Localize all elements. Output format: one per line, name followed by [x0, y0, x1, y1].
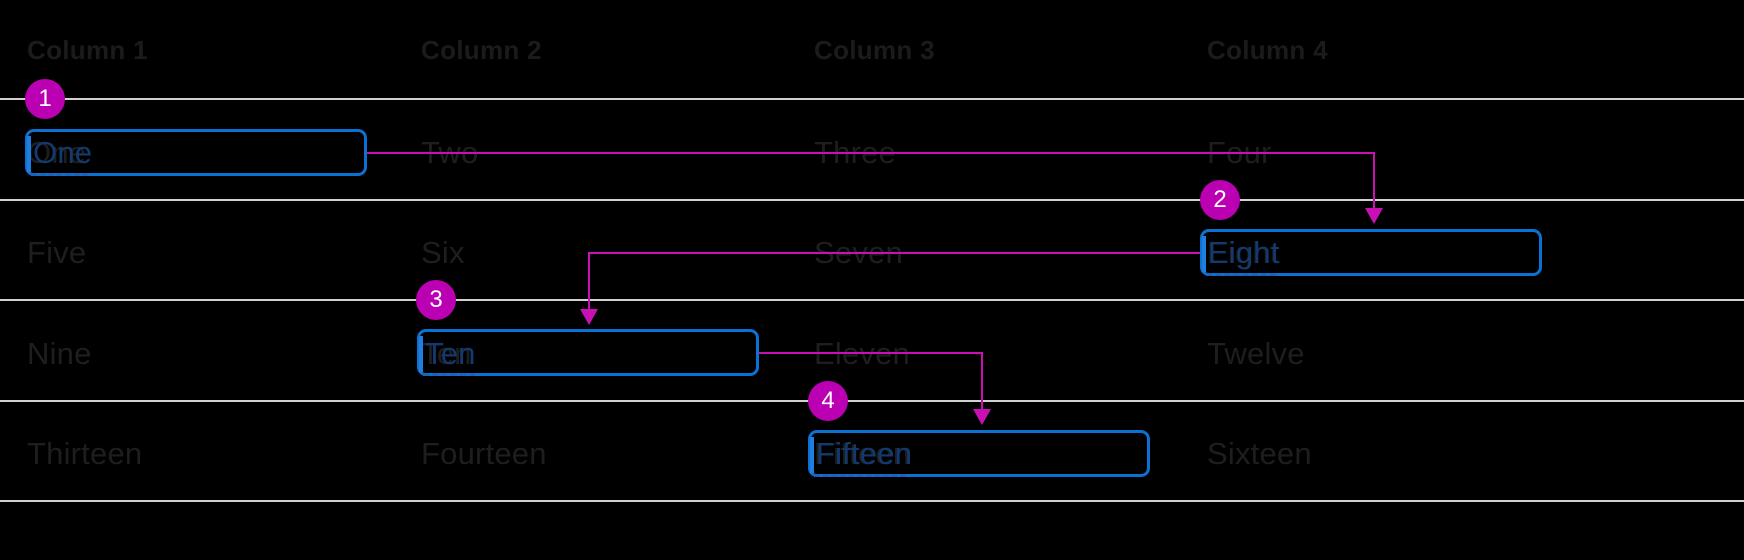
step-badge-3[interactable]: 3	[416, 280, 456, 320]
text-caret-eight	[1202, 236, 1206, 272]
table-cell-r4c1[interactable]: Thirteen	[27, 436, 143, 471]
row-separator-5	[0, 500, 1744, 502]
connector-1-vertical	[1373, 152, 1375, 213]
table-cell-r2c2[interactable]: Six	[421, 235, 465, 270]
text-caret-fifteen	[810, 437, 814, 473]
connector-3-arrowhead	[973, 409, 991, 425]
table-cell-r3c2[interactable]: Ten	[421, 336, 472, 371]
table-cell-r1c1[interactable]: One	[27, 135, 87, 170]
connector-1-arrowhead	[1365, 208, 1383, 224]
table-cell-r3c1[interactable]: Nine	[27, 336, 92, 371]
highlighted-value-eight[interactable]: Eight	[1208, 235, 1280, 270]
connector-1-horizontal	[367, 152, 1375, 154]
column-header-2[interactable]: Column 2	[421, 35, 542, 65]
step-badge-2[interactable]: 2	[1200, 180, 1240, 220]
column-header-1[interactable]: Column 1	[27, 35, 148, 65]
column-header-4[interactable]: Column 4	[1207, 35, 1328, 65]
highlighted-cell-eight[interactable]	[1200, 229, 1542, 276]
row-separator-3	[0, 299, 1744, 301]
column-header-3[interactable]: Column 3	[814, 35, 935, 65]
connector-3-horizontal	[757, 352, 983, 354]
highlighted-cell-fifteen[interactable]	[808, 430, 1150, 477]
highlighted-cell-one[interactable]	[25, 129, 367, 176]
table-cell-r2c1[interactable]: Five	[27, 235, 87, 270]
connector-2-horizontal	[588, 252, 1201, 254]
spellcheck-underline-ten	[423, 373, 475, 376]
step-badge-1[interactable]: 1	[25, 79, 65, 119]
table-cell-r2c4[interactable]: Eight	[1207, 235, 1279, 270]
highlighted-value-fifteen[interactable]: Fifteen	[816, 436, 913, 471]
table-cell-r4c2[interactable]: Fourteen	[421, 436, 547, 471]
row-separator-1	[0, 98, 1744, 100]
connector-2-arrowhead	[580, 309, 598, 325]
highlighted-value-ten[interactable]: Ten	[425, 336, 476, 371]
connector-2-vertical	[588, 252, 590, 314]
table-cell-r4c4[interactable]: Sixteen	[1207, 436, 1312, 471]
highlighted-cell-ten[interactable]	[417, 329, 759, 376]
row-separator-4	[0, 400, 1744, 402]
highlighted-value-one[interactable]: One	[33, 135, 93, 170]
text-caret-ten	[419, 336, 423, 372]
spellcheck-underline-eight	[1206, 273, 1276, 276]
spellcheck-underline-one	[31, 173, 88, 176]
text-caret-one	[27, 136, 31, 172]
table-cell-r4c3[interactable]: Fifteen	[814, 436, 911, 471]
row-separator-2	[0, 199, 1744, 201]
step-badge-4[interactable]: 4	[808, 381, 848, 421]
spellcheck-underline-fifteen	[814, 474, 906, 477]
table-cell-r3c4[interactable]: Twelve	[1207, 336, 1305, 371]
connector-3-vertical	[981, 352, 983, 414]
